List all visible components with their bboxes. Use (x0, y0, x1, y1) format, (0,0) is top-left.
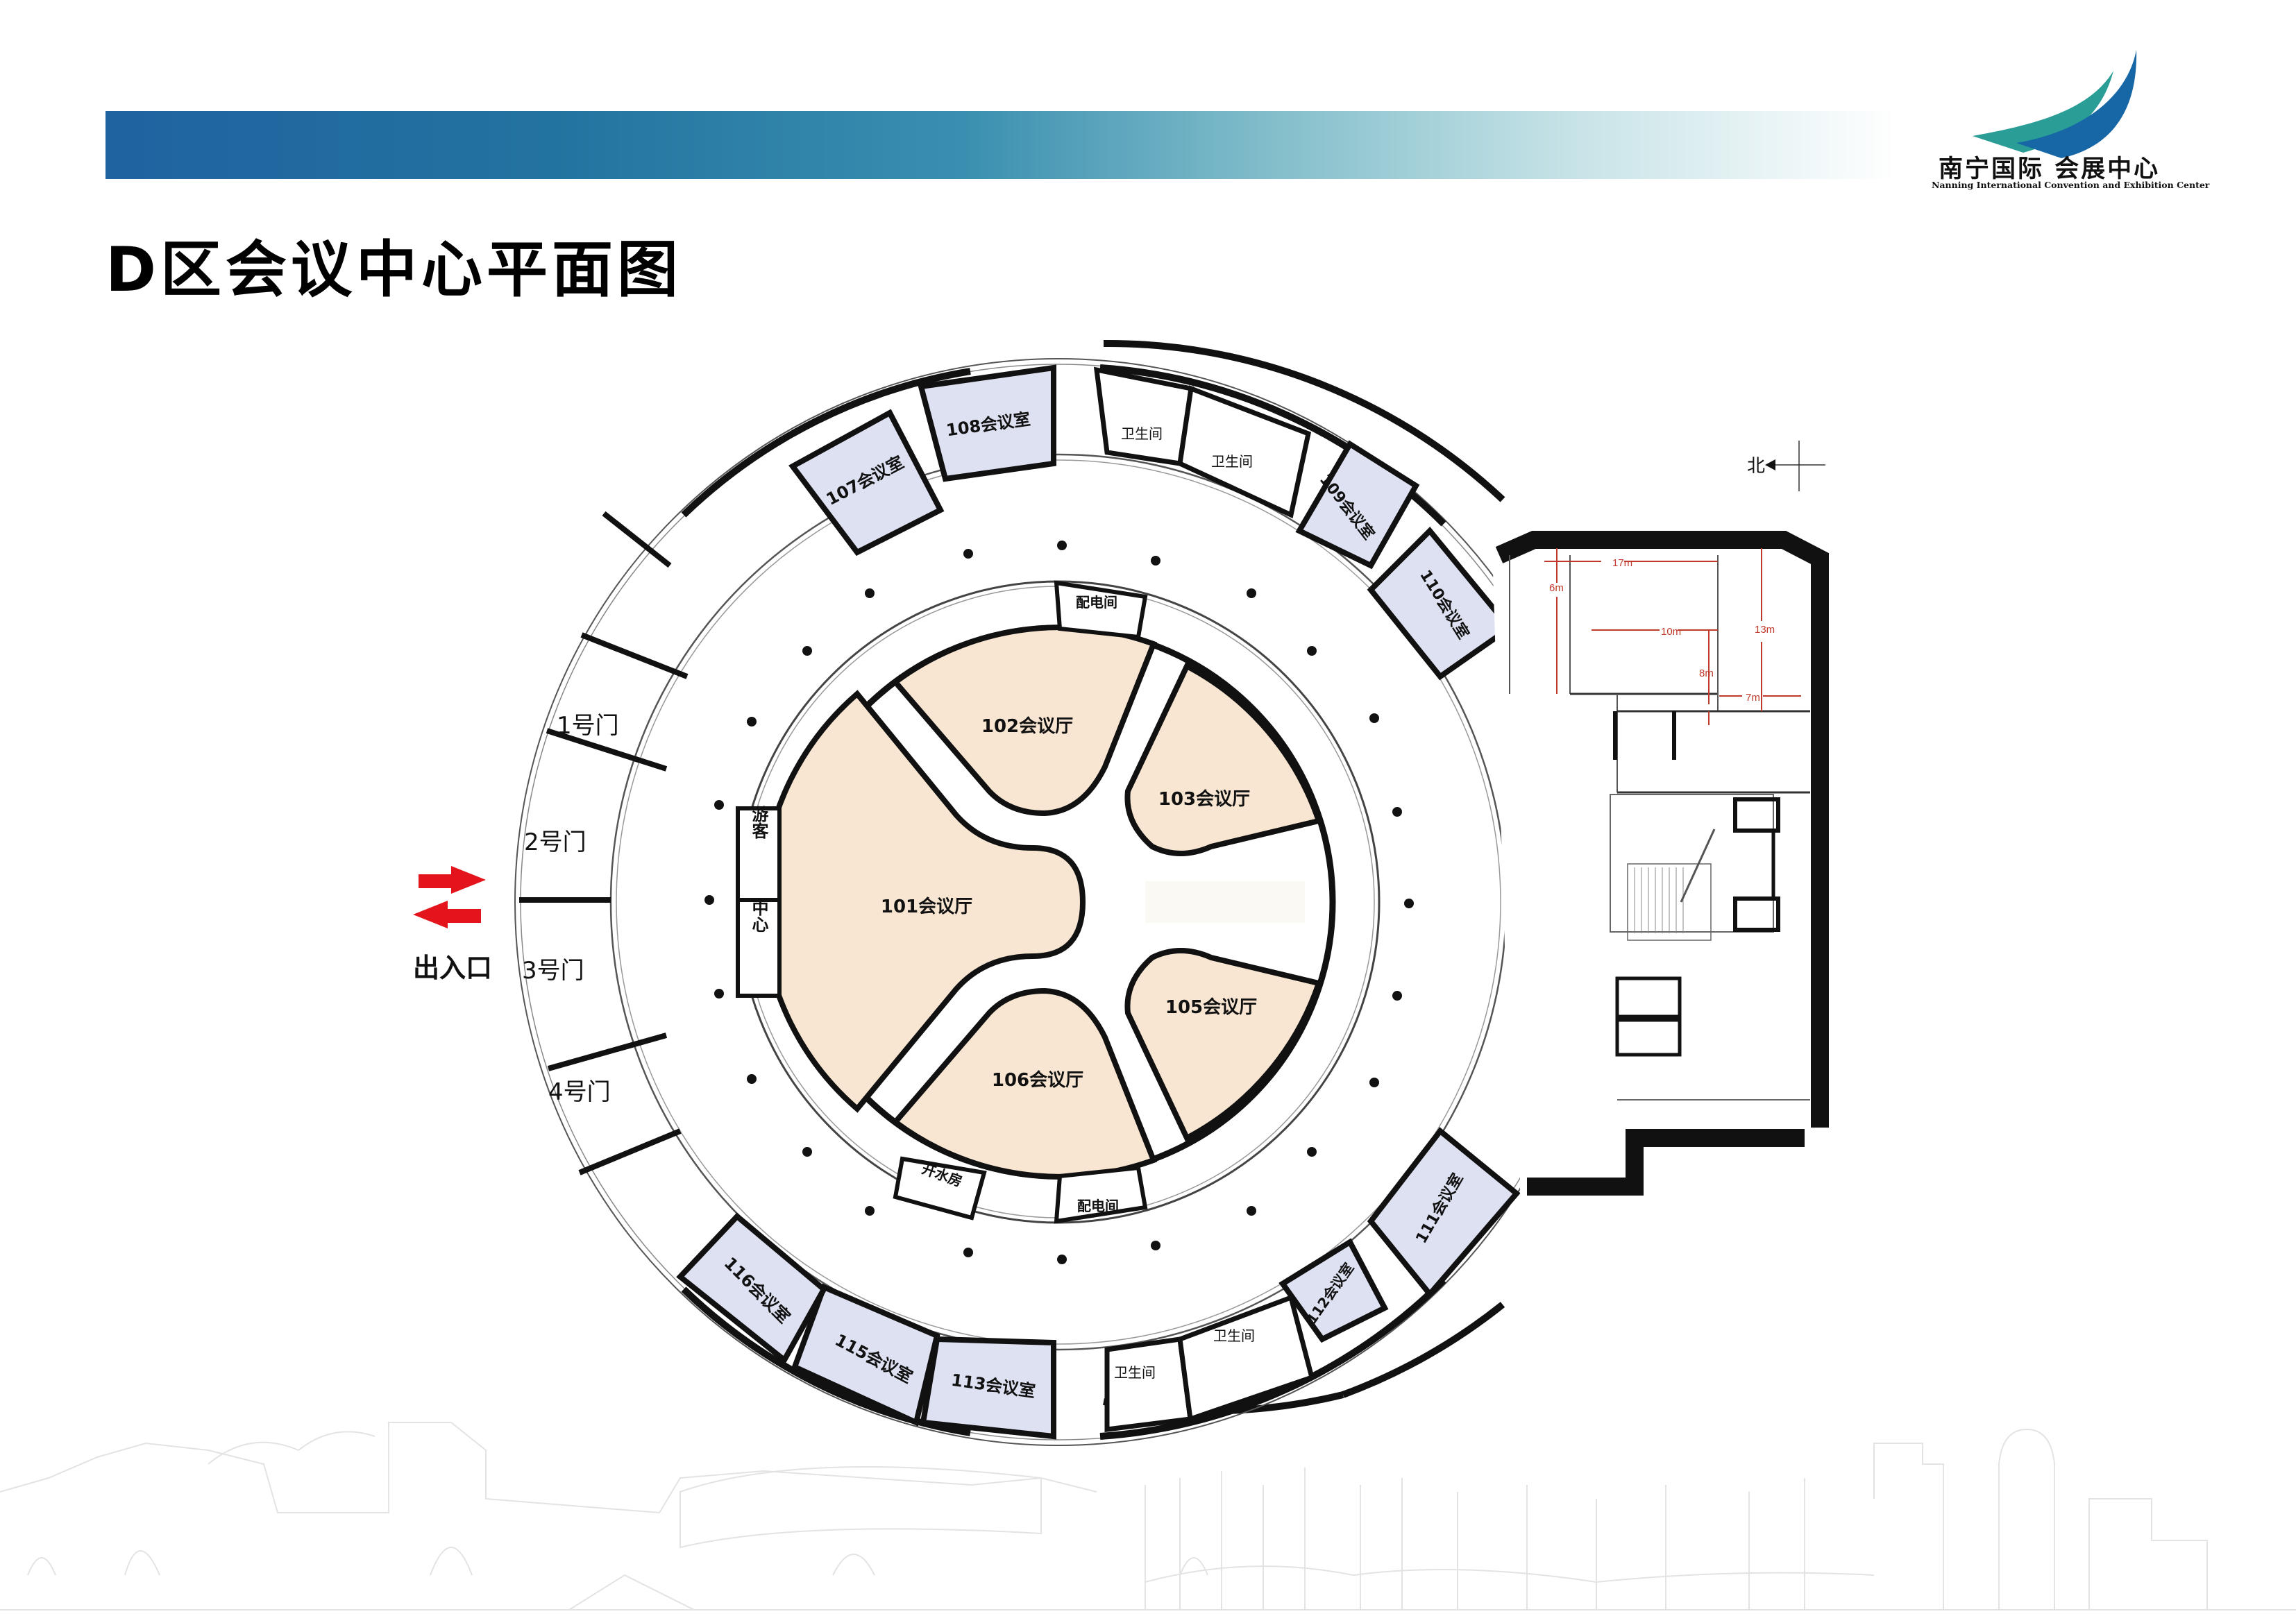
page-title: D区会议中心平面图 (105, 234, 683, 305)
corridor-columns (704, 541, 1414, 1264)
entrance-label: 出入口 (413, 953, 492, 983)
outer-arc-wall-south (1342, 1302, 1505, 1398)
svg-text:中心: 中心 (749, 899, 768, 933)
central-lobby (1145, 881, 1305, 923)
power-room-bottom[interactable]: 配电间 (1054, 1165, 1148, 1224)
hall-106[interactable]: 106会议厅 (891, 987, 1158, 1180)
svg-text:105会议厅: 105会议厅 (1165, 997, 1257, 1018)
outer-arc-wall-north (1103, 339, 1505, 502)
svg-text:卫生间: 卫生间 (1114, 1364, 1156, 1381)
east-annex (1492, 531, 1829, 1200)
svg-text:103会议厅: 103会议厅 (1158, 789, 1250, 810)
svg-text:1号门: 1号门 (557, 712, 619, 740)
compass-label: 北 (1747, 456, 1765, 477)
meeting-room-111[interactable]: 111会议室 (1367, 1127, 1521, 1299)
gate-3[interactable]: 3号门 (522, 957, 584, 985)
visitor-center[interactable]: 游客 中心 (736, 805, 782, 998)
power-room-top[interactable]: 配电间 (1054, 580, 1148, 640)
svg-text:7m: 7m (1746, 692, 1760, 704)
svg-text:2号门: 2号门 (524, 829, 586, 856)
hall-105[interactable]: 105会议厅 (1124, 948, 1323, 1142)
bidirectional-arrow-icon (413, 866, 486, 928)
logo-sail-icon (1973, 50, 2137, 158)
svg-text:17m: 17m (1612, 557, 1632, 569)
north-arrow-icon (1765, 441, 1825, 491)
header-banner (105, 111, 1896, 179)
meeting-room-112[interactable]: 112会议室 (1278, 1238, 1389, 1343)
hall-103[interactable]: 103会议厅 (1124, 662, 1323, 856)
boiler-room[interactable]: 开水房 (893, 1156, 987, 1221)
skyline-illustration (0, 1422, 2296, 1611)
svg-text:106会议厅: 106会议厅 (992, 1070, 1083, 1091)
gate-1[interactable]: 1号门 (557, 712, 619, 740)
svg-text:卫生间: 卫生间 (1213, 1327, 1255, 1344)
svg-text:卫生间: 卫生间 (1121, 425, 1163, 442)
gate-4[interactable]: 4号门 (548, 1078, 611, 1106)
restroom-top-2[interactable]: 卫生间 (1177, 385, 1312, 519)
gate-2[interactable]: 2号门 (524, 829, 586, 856)
meeting-room-116[interactable]: 116会议室 (676, 1212, 828, 1365)
svg-text:游客: 游客 (749, 805, 768, 839)
svg-text:101会议厅: 101会议厅 (881, 897, 972, 917)
svg-text:3号门: 3号门 (522, 957, 584, 985)
logo-name-cn: 南宁国际 会展中心 (1939, 155, 2161, 183)
meeting-room-107[interactable]: 107会议室 (788, 409, 945, 556)
svg-text:8m: 8m (1699, 668, 1714, 679)
svg-text:102会议厅: 102会议厅 (981, 716, 1073, 737)
svg-text:13m: 13m (1755, 624, 1775, 636)
restroom-top-1[interactable]: 卫生间 (1093, 366, 1194, 466)
meeting-room-113[interactable]: 113会议室 (920, 1336, 1056, 1440)
dimension-annotations (1544, 548, 1801, 725)
meeting-room-110[interactable]: 110会议室 (1367, 527, 1514, 681)
svg-text:4号门: 4号门 (548, 1078, 611, 1106)
logo-name-en: Nanning International Convention and Exh… (1932, 180, 2210, 190)
meeting-room-108[interactable]: 108会议室 (917, 364, 1056, 482)
svg-text:配电间: 配电间 (1076, 594, 1117, 611)
svg-text:6m: 6m (1549, 582, 1564, 594)
meeting-room-109[interactable]: 109会议室 (1295, 440, 1420, 570)
svg-text:配电间: 配电间 (1077, 1198, 1119, 1214)
hall-102[interactable]: 102会议厅 (891, 624, 1158, 817)
svg-text:10m: 10m (1661, 626, 1681, 638)
meeting-room-115[interactable]: 115会议室 (791, 1283, 940, 1427)
restroom-bottom-2[interactable]: 卫生间 (1177, 1294, 1315, 1422)
svg-text:卫生间: 卫生间 (1211, 453, 1253, 470)
